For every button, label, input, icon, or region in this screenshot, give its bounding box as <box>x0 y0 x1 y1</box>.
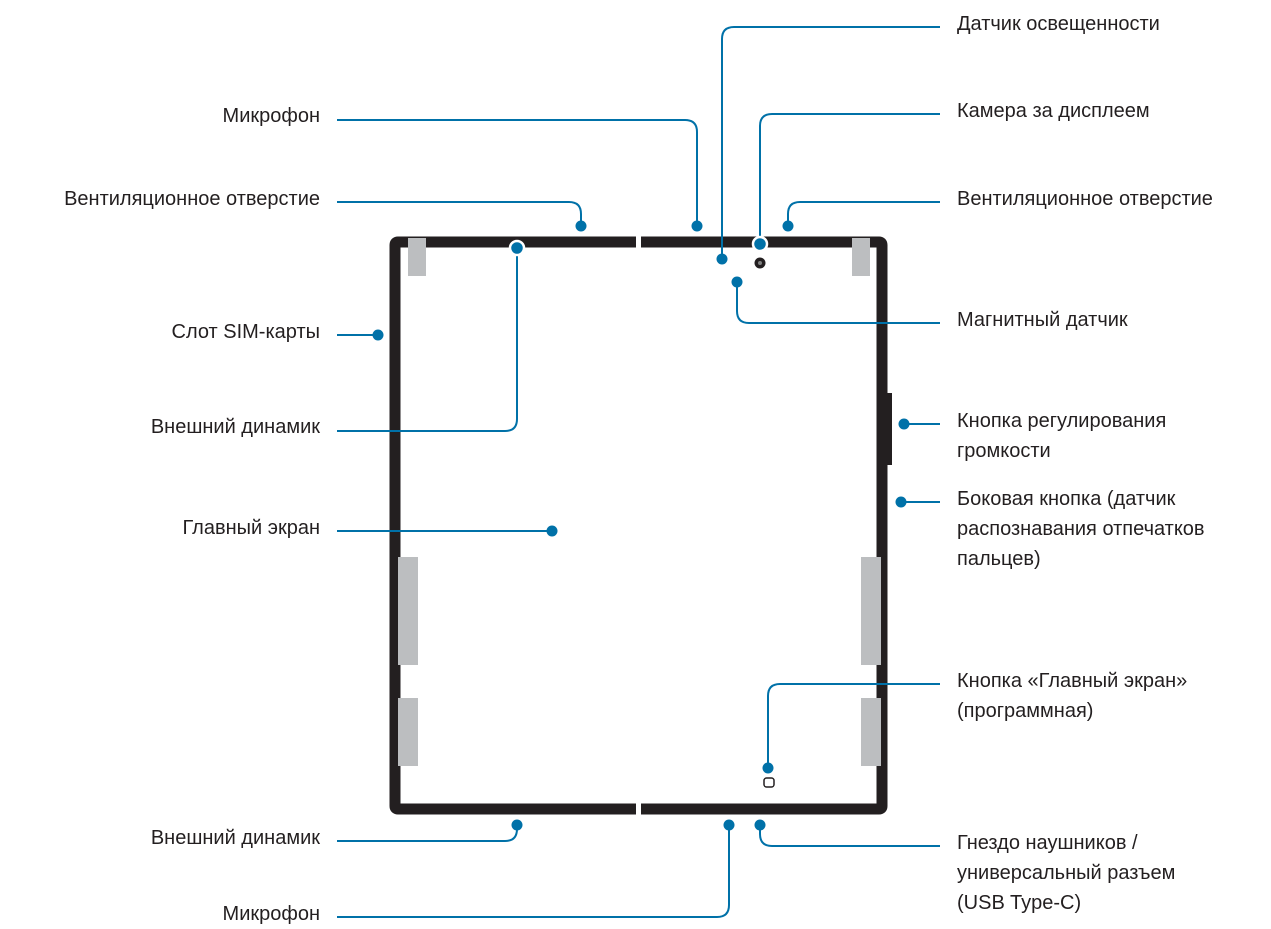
callout-speaker-bottom <box>337 825 518 842</box>
hinge-top-right <box>852 238 870 276</box>
label-mic-bottom: Микрофон <box>222 903 320 925</box>
label-magnet: Магнитный датчик <box>957 309 1128 331</box>
label-jack-line1: Гнездо наушников / <box>957 832 1138 854</box>
label-main-screen: Главный экран <box>182 517 320 539</box>
device-frame <box>389 236 888 815</box>
label-volume-line2: громкости <box>957 440 1051 462</box>
hinge-left-small <box>398 698 418 766</box>
home-button-icon <box>763 777 775 788</box>
callout-jack <box>759 825 940 847</box>
label-speaker-top: Внешний динамик <box>150 416 320 438</box>
callout-vent-left <box>337 201 582 225</box>
label-sim: Слот SIM-карты <box>171 321 321 343</box>
callout-vent-right <box>787 201 940 225</box>
label-home-line2: (программная) <box>957 700 1094 722</box>
callout-dots <box>372 220 910 831</box>
callout-home <box>767 683 940 768</box>
callout-mic-bottom <box>337 825 730 918</box>
callout-light-sensor <box>721 26 940 259</box>
hinge-parts <box>398 238 881 766</box>
callout-lines <box>337 26 940 918</box>
label-light-sensor: Датчик освещенности <box>957 13 1160 35</box>
volume-key <box>887 393 892 465</box>
label-side-line1: Боковая кнопка (датчик <box>957 488 1176 510</box>
hinge-right-large <box>861 557 881 665</box>
hinge-right-small <box>861 698 881 766</box>
label-side-line3: пальцев) <box>957 548 1041 570</box>
hinge-top-left <box>408 238 426 276</box>
callout-magnet <box>736 282 940 324</box>
label-jack-line2: универсальный разъем <box>957 862 1176 884</box>
hinge-left-large <box>398 557 418 665</box>
label-mic-top: Микрофон <box>222 105 320 127</box>
label-speaker-bottom: Внешний динамик <box>150 827 320 849</box>
callout-mic-top <box>337 119 698 225</box>
label-side-line2: распознавания отпечатков <box>957 518 1205 540</box>
camera-dot <box>751 235 769 253</box>
label-jack-line3: (USB Type-C) <box>957 892 1082 914</box>
speaker-top-dot <box>508 239 526 257</box>
label-home-line1: Кнопка «Главный экран» <box>957 670 1188 692</box>
label-volume-line1: Кнопка регулирования <box>957 410 1167 432</box>
callout-camera <box>759 113 940 243</box>
callout-speaker-top <box>337 248 518 432</box>
label-vent-right: Вентиляционное отверстие <box>957 188 1213 210</box>
label-camera: Камера за дисплеем <box>957 100 1150 122</box>
label-vent-left: Вентиляционное отверстие <box>64 188 320 210</box>
